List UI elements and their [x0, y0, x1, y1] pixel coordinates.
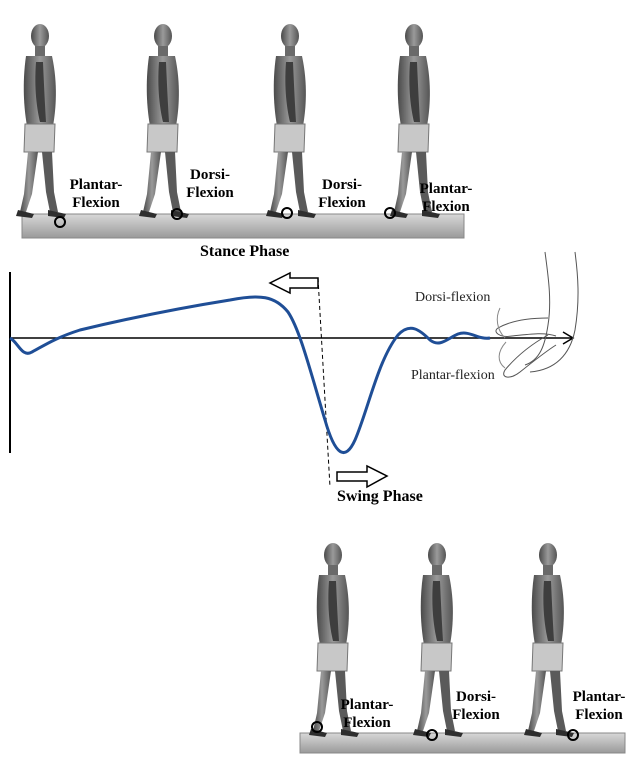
stance-phase-label: Stance Phase: [200, 243, 289, 261]
top-label-2: Dorsi- Flexion: [180, 166, 240, 202]
plantar-flexion-inset-label: Plantar-flexion: [411, 368, 495, 384]
top-walker-1: [16, 24, 66, 218]
phase-divider: [318, 278, 330, 487]
bottom-walker-3: [524, 543, 574, 737]
foot-inset: [496, 252, 578, 377]
swing-arrow: [337, 466, 387, 487]
bottom-floor: [300, 733, 625, 753]
bottom-label-3: Plantar- Flexion: [568, 688, 630, 724]
top-walker-3: [266, 24, 316, 218]
top-floor: [22, 214, 464, 238]
stance-arrow: [270, 273, 318, 293]
top-label-4: Plantar- Flexion: [413, 180, 479, 216]
swing-phase-label: Swing Phase: [337, 488, 423, 506]
top-label-3: Dorsi- Flexion: [312, 176, 372, 212]
top-label-1: Plantar- Flexion: [64, 176, 128, 212]
bottom-label-1: Plantar- Flexion: [334, 696, 400, 732]
bottom-label-2: Dorsi- Flexion: [446, 688, 506, 724]
dorsi-flexion-inset-label: Dorsi-flexion: [415, 290, 490, 306]
